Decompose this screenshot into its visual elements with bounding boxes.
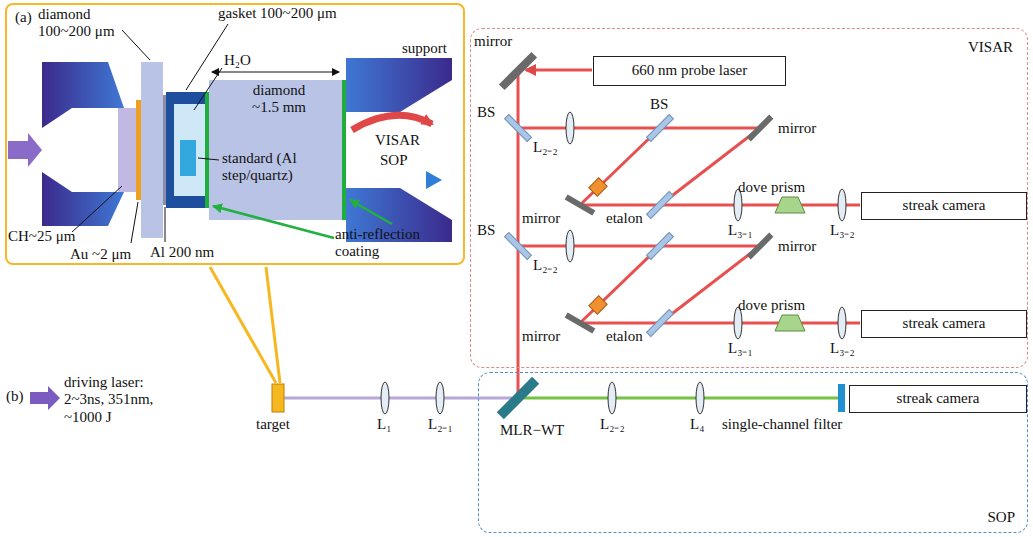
camera-box: streak camera <box>861 192 1027 220</box>
optic-label: driving laser: 2~3ns, 351nm, ~1000 J <box>64 374 164 426</box>
part-label: support <box>402 40 447 57</box>
part-label: standard (Al step/quartz) <box>222 150 322 185</box>
part-label: H₂O <box>224 52 251 69</box>
signal-label: VISAR <box>375 132 420 149</box>
optic-label: L₄ <box>690 416 704 433</box>
sop-region: SOP streak camera <box>478 372 1028 533</box>
optic-label: L₃₋₁ <box>728 340 753 357</box>
optic-label: target <box>256 416 290 433</box>
optic-label: etalon <box>606 328 643 345</box>
part-label: anti-reflection coating <box>335 226 440 261</box>
dimension-label: diamond 100~200 μm <box>38 6 130 41</box>
optic-label: L₃₋₂ <box>830 222 855 239</box>
part-label: Al 200 nm <box>150 244 214 261</box>
optic-label: L₂₋₁ <box>428 416 453 433</box>
optic-label: BS <box>650 96 668 113</box>
optic-label: dove prism <box>738 297 805 314</box>
box-label: streak camera <box>897 390 980 407</box>
optic-label: etalon <box>606 210 643 227</box>
box-label: streak camera <box>903 197 986 214</box>
laser-box: 660 nm probe laser <box>593 56 786 86</box>
box-label: 660 nm probe laser <box>632 62 747 79</box>
region-title: SOP <box>987 509 1015 526</box>
optic-label: single-channel filter <box>722 416 842 433</box>
signal-label: SOP <box>380 152 408 169</box>
optic-label: L₁ <box>377 416 391 433</box>
optic-label: dove prism <box>738 179 805 196</box>
dimension-label: diamond ~1.5 mm <box>244 82 314 117</box>
part-label: Au ~2 μm <box>70 246 131 263</box>
panel-label: (b) <box>6 388 24 405</box>
optic-label: L₃₋₂ <box>830 340 855 357</box>
box-label: streak camera <box>903 315 986 332</box>
optic-label: mirror <box>778 120 816 137</box>
optic-label: L₂₋₂ <box>600 416 625 433</box>
optic-label: L₂₋₂ <box>533 139 558 156</box>
optic-label: L₃₋₁ <box>728 222 753 239</box>
camera-box: streak camera <box>849 385 1027 413</box>
optic-label: BS <box>477 222 495 239</box>
optic-label: mirror <box>522 210 560 227</box>
region-title: VISAR <box>968 39 1013 56</box>
optic-label: L₂₋₂ <box>533 257 558 274</box>
part-label: CH~25 μm <box>8 228 75 245</box>
optic-label: mirror <box>522 328 560 345</box>
optic-label: mirror <box>778 238 816 255</box>
optic-label: BS <box>477 104 495 121</box>
region-title: (a) <box>15 9 32 26</box>
optic-label: MLR−WT <box>500 422 564 439</box>
part-label: gasket 100~200 μm <box>218 5 337 22</box>
camera-box: streak camera <box>861 310 1027 338</box>
visar-region: VISAR 660 nm probe laser streak camera stre… <box>470 28 1028 368</box>
optic-label: mirror <box>474 33 512 50</box>
